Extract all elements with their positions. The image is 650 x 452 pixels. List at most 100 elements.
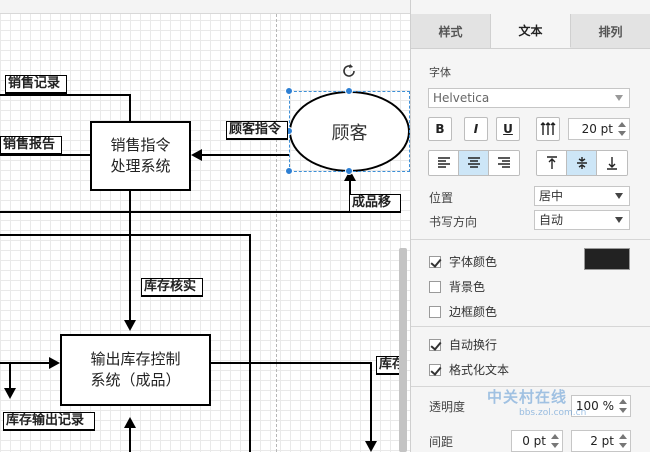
- vertical-text-button[interactable]: [536, 117, 560, 141]
- writing-direction-select[interactable]: 自动: [534, 210, 630, 230]
- chevron-down-icon: [615, 193, 623, 199]
- font-family-select[interactable]: Helvetica: [428, 88, 630, 108]
- align-middle-button[interactable]: [567, 151, 597, 175]
- align-top-button[interactable]: [537, 151, 567, 175]
- chevron-down-icon: [615, 95, 623, 101]
- connector-top-loop[interactable]: [0, 234, 251, 236]
- font-color-swatch[interactable]: [584, 248, 630, 270]
- spacing-input-1[interactable]: 0 pt: [511, 430, 563, 452]
- diagram-canvas[interactable]: 销售指令 处理系统 输出库存控制 系统（成品） 顾客 销售记录 销售报告 顾客指…: [0, 0, 410, 452]
- writing-direction-label: 书写方向: [429, 215, 478, 229]
- opacity-stepper[interactable]: [619, 398, 628, 414]
- formatted-text-label: 格式化文本: [449, 363, 510, 377]
- format-panel: 样式 文本 排列 字体 Helvetica B I U 20 pt: [410, 0, 650, 452]
- label-inventory-check[interactable]: 库存核实: [141, 278, 203, 297]
- connector-inventory-check[interactable]: [129, 191, 131, 321]
- connector-inventory-right[interactable]: [210, 362, 372, 364]
- label-inventory-out-record[interactable]: 库存输出记录: [3, 412, 95, 431]
- checkbox-box: [429, 255, 441, 268]
- align-top-icon: [546, 156, 557, 169]
- label-finished-goods[interactable]: 成品移: [349, 194, 401, 213]
- connector-finished-goods[interactable]: [0, 211, 351, 213]
- align-bottom-icon: [607, 157, 617, 170]
- inventory-system-box[interactable]: 输出库存控制 系统（成品）: [60, 334, 211, 406]
- opacity-label: 透明度: [429, 400, 466, 414]
- align-right-button[interactable]: [489, 151, 519, 175]
- tab-text[interactable]: 文本: [491, 14, 571, 48]
- font-color-checkbox[interactable]: 字体颜色: [429, 253, 497, 270]
- canvas-vertical-scrollbar[interactable]: [399, 248, 407, 452]
- tab-arrange[interactable]: 排列: [571, 14, 650, 48]
- checkbox-box: [429, 363, 441, 376]
- watermark-text: 中关村在线: [487, 388, 568, 406]
- canvas-ruler: [0, 0, 410, 14]
- arrowhead-left-down: [4, 388, 16, 399]
- spacing-stepper-2[interactable]: [619, 433, 628, 449]
- label-sales-record[interactable]: 销售记录: [5, 75, 67, 94]
- formatted-text-checkbox[interactable]: 格式化文本: [429, 361, 509, 378]
- bold-button[interactable]: B: [428, 117, 452, 141]
- checkbox-box: [429, 305, 441, 318]
- connector-inventory-right-down[interactable]: [370, 362, 372, 442]
- chevron-down-icon: [615, 217, 623, 223]
- border-color-label: 边框颜色: [449, 305, 498, 319]
- resize-handle-s[interactable]: [345, 167, 353, 175]
- border-color-checkbox[interactable]: 边框颜色: [429, 303, 497, 320]
- spacing-value-1: 0 pt: [522, 434, 546, 448]
- connector-customer-order[interactable]: [200, 154, 289, 156]
- connector-inventory-bottom[interactable]: [129, 426, 131, 452]
- resize-handle-n[interactable]: [345, 87, 353, 95]
- connector-sales-record-down[interactable]: [129, 94, 131, 121]
- writing-direction-value: 自动: [539, 213, 564, 227]
- spacing-value-2: 2 pt: [590, 434, 614, 448]
- position-select[interactable]: 居中: [534, 186, 630, 206]
- checkbox-box: [429, 280, 441, 293]
- align-bottom-button[interactable]: [597, 151, 627, 175]
- align-right-icon: [498, 157, 510, 168]
- background-color-checkbox[interactable]: 背景色: [429, 278, 485, 295]
- panel-divider: [411, 239, 650, 240]
- spacing-input-2[interactable]: 2 pt: [571, 430, 631, 452]
- connector-into-inventory[interactable]: [0, 362, 50, 364]
- checkbox-box: [429, 338, 441, 351]
- connector-left-down[interactable]: [9, 362, 11, 390]
- connector-loop-down[interactable]: [249, 234, 251, 452]
- resize-handle-nw[interactable]: [285, 87, 293, 95]
- label-sales-report[interactable]: 销售报告: [0, 136, 62, 155]
- align-center-button[interactable]: [459, 151, 489, 175]
- arrowhead-inventory-bottom: [124, 417, 136, 428]
- arrowhead-into-inventory: [49, 357, 60, 369]
- underline-button[interactable]: U: [496, 117, 520, 141]
- font-size-input[interactable]: 20 pt: [568, 118, 630, 140]
- sales-order-system-box[interactable]: 销售指令 处理系统: [90, 121, 191, 191]
- font-family-value: Helvetica: [433, 91, 490, 105]
- connector-finished-goods-up[interactable]: [349, 172, 351, 212]
- connector-sales-report[interactable]: [0, 154, 90, 156]
- selection-box: [289, 91, 410, 172]
- background-color-label: 背景色: [449, 280, 486, 294]
- italic-button[interactable]: I: [464, 117, 488, 141]
- spacing-stepper-1[interactable]: [551, 433, 560, 449]
- word-wrap-checkbox[interactable]: 自动换行: [429, 336, 497, 353]
- align-middle-icon: [576, 157, 587, 169]
- align-center-icon: [467, 157, 480, 168]
- connector-sales-record[interactable]: [0, 94, 131, 96]
- resize-handle-sw[interactable]: [285, 167, 293, 175]
- label-customer-order[interactable]: 顾客指令: [226, 121, 288, 140]
- font-section-title: 字体: [429, 66, 451, 79]
- rotate-handle-icon[interactable]: [340, 62, 358, 80]
- position-value: 居中: [539, 189, 564, 203]
- label-inventory-right[interactable]: 库存: [376, 356, 406, 375]
- word-wrap-label: 自动换行: [449, 338, 498, 352]
- panel-divider: [411, 386, 650, 387]
- font-size-stepper[interactable]: [618, 121, 627, 137]
- horizontal-align-group: [428, 150, 520, 176]
- spacing-label: 间距: [429, 435, 454, 449]
- watermark-url: bbs.zol.com.cn: [519, 408, 587, 418]
- panel-divider: [411, 326, 650, 327]
- align-left-button[interactable]: [429, 151, 459, 175]
- opacity-input[interactable]: 100 %: [571, 395, 631, 417]
- tab-style[interactable]: 样式: [411, 14, 491, 48]
- align-left-icon: [437, 157, 450, 168]
- arrowhead-inventory-right: [365, 441, 377, 452]
